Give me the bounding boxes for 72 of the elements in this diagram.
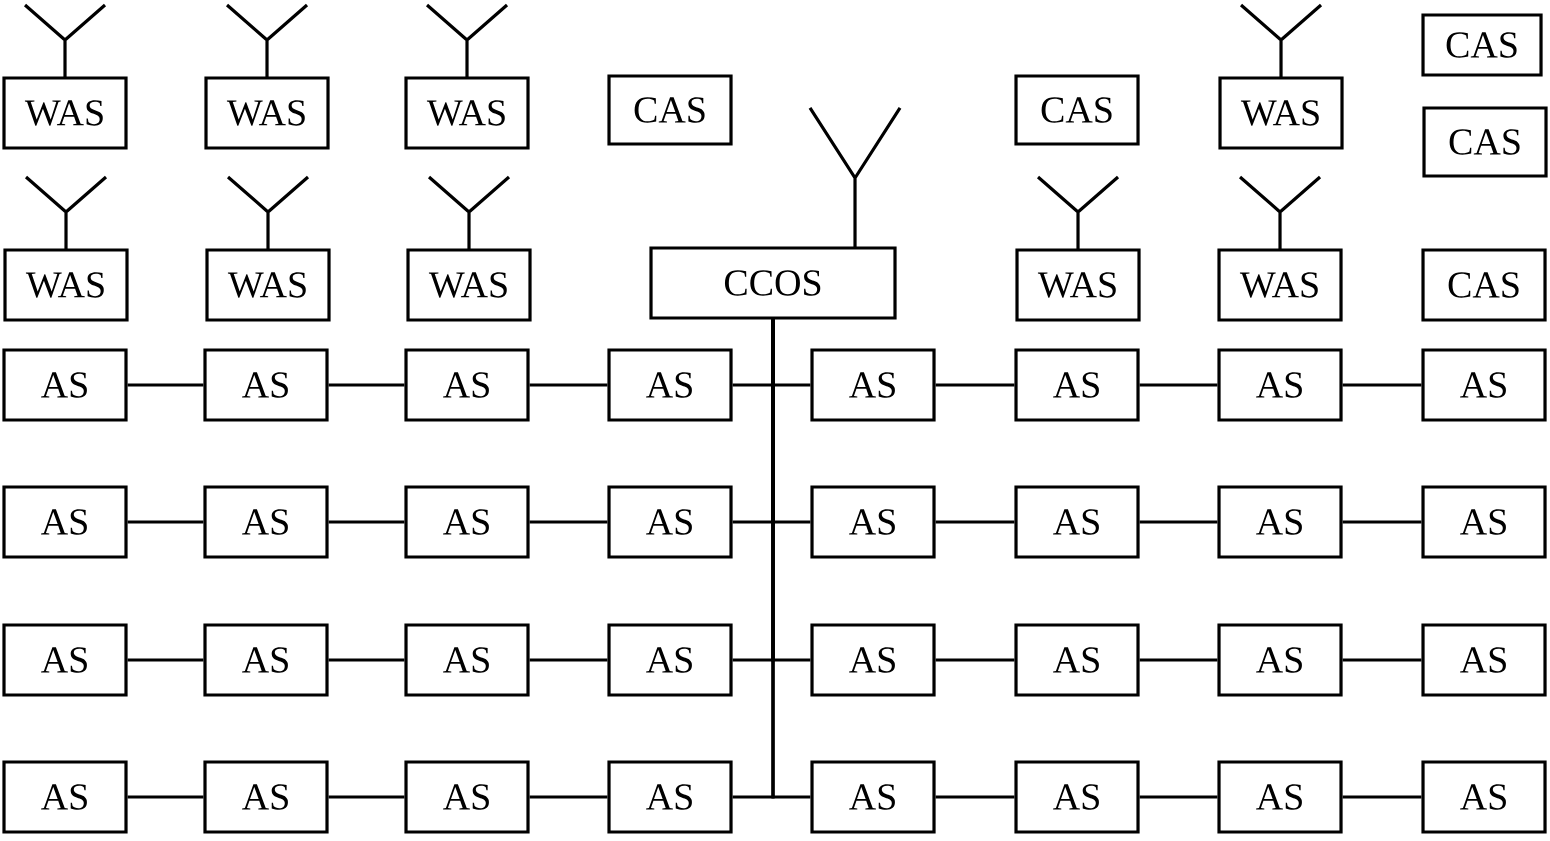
station-box: WAS bbox=[205, 248, 331, 322]
connector-line bbox=[328, 658, 405, 662]
station-box: AS bbox=[810, 623, 936, 697]
connector-line bbox=[935, 795, 1015, 799]
station-box: AS bbox=[1421, 623, 1547, 697]
station-box: AS bbox=[607, 348, 733, 422]
station-box: CAS bbox=[1422, 106, 1548, 178]
station-box: AS bbox=[203, 760, 329, 834]
station-box: AS bbox=[1421, 485, 1547, 559]
station-box: WAS bbox=[1015, 248, 1141, 322]
connector-line bbox=[328, 520, 405, 524]
station-box: AS bbox=[1217, 348, 1343, 422]
station-box: WAS bbox=[3, 248, 129, 322]
station-box: AS bbox=[203, 348, 329, 422]
station-box: CCOS bbox=[649, 246, 897, 320]
station-box: AS bbox=[607, 760, 733, 834]
station-box: AS bbox=[2, 623, 128, 697]
station-box: AS bbox=[1421, 760, 1547, 834]
station-box: AS bbox=[2, 348, 128, 422]
station-box: WAS bbox=[406, 248, 532, 322]
station-box: AS bbox=[1217, 623, 1343, 697]
connector-line bbox=[1139, 795, 1218, 799]
connector-line bbox=[935, 520, 1015, 524]
station-box: AS bbox=[1014, 623, 1140, 697]
station-box: AS bbox=[404, 760, 530, 834]
station-box: WAS bbox=[2, 76, 128, 150]
connector-line bbox=[935, 658, 1015, 662]
station-box: WAS bbox=[1218, 76, 1344, 150]
connector-line bbox=[328, 795, 405, 799]
station-box: AS bbox=[607, 623, 733, 697]
connector-line bbox=[529, 520, 608, 524]
connector-line bbox=[127, 795, 204, 799]
station-box: AS bbox=[203, 485, 329, 559]
connector-line bbox=[1139, 383, 1218, 387]
connector-line bbox=[529, 383, 608, 387]
station-box: AS bbox=[1014, 485, 1140, 559]
station-box: AS bbox=[404, 623, 530, 697]
connector-line bbox=[1342, 658, 1422, 662]
station-box: AS bbox=[1421, 348, 1547, 422]
station-box: WAS bbox=[204, 76, 330, 150]
station-box: AS bbox=[810, 760, 936, 834]
connector-line bbox=[935, 383, 1015, 387]
station-box: CAS bbox=[1421, 248, 1547, 322]
connector-line bbox=[127, 658, 204, 662]
connector-line bbox=[328, 383, 405, 387]
station-box: AS bbox=[607, 485, 733, 559]
connector-line bbox=[1139, 658, 1218, 662]
station-box: AS bbox=[1217, 760, 1343, 834]
connector-line bbox=[127, 383, 204, 387]
station-box: WAS bbox=[1217, 248, 1343, 322]
station-box: AS bbox=[1014, 760, 1140, 834]
connector-line bbox=[1342, 520, 1422, 524]
station-box: AS bbox=[810, 348, 936, 422]
connector-line bbox=[127, 520, 204, 524]
station-box: AS bbox=[1217, 485, 1343, 559]
station-box: AS bbox=[1014, 348, 1140, 422]
station-box: AS bbox=[404, 348, 530, 422]
connector-line bbox=[529, 658, 608, 662]
connector-line bbox=[529, 795, 608, 799]
station-box: AS bbox=[203, 623, 329, 697]
station-box: AS bbox=[2, 485, 128, 559]
station-box: CAS bbox=[607, 74, 733, 146]
station-box: AS bbox=[810, 485, 936, 559]
station-box: CAS bbox=[1014, 74, 1140, 146]
connector-line bbox=[1342, 383, 1422, 387]
connector-line bbox=[1342, 795, 1422, 799]
station-box: AS bbox=[2, 760, 128, 834]
station-box: WAS bbox=[404, 76, 530, 150]
station-box: AS bbox=[404, 485, 530, 559]
connector-line bbox=[771, 319, 811, 799]
station-box: CAS bbox=[1421, 13, 1543, 77]
connector-line bbox=[1139, 520, 1218, 524]
